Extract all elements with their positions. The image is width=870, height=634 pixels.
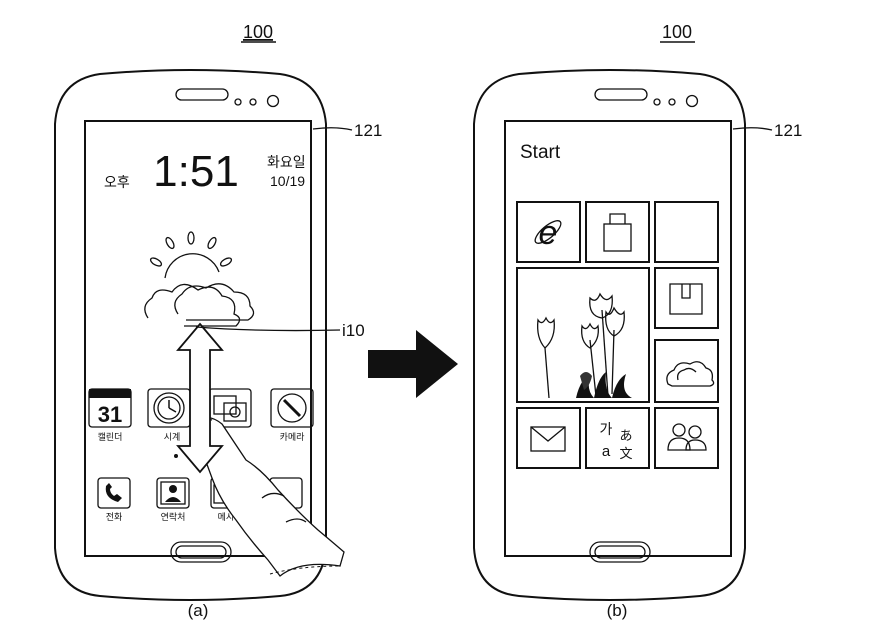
shopping-bag-icon bbox=[604, 224, 631, 251]
home-button[interactable] bbox=[171, 542, 231, 562]
gallery-photo-icon bbox=[214, 396, 236, 414]
page-indicator-dot bbox=[174, 454, 178, 458]
phone-body bbox=[474, 70, 745, 600]
user-finger bbox=[195, 418, 344, 576]
sensor-dot bbox=[654, 99, 660, 105]
tile-people[interactable] bbox=[655, 408, 718, 468]
tulips-image bbox=[538, 294, 632, 398]
calendar-day: 31 bbox=[98, 402, 122, 427]
tile-language[interactable]: 가 あ a 文 bbox=[586, 408, 649, 468]
clock-time: 1:51 bbox=[153, 147, 239, 196]
play-icon bbox=[230, 407, 240, 417]
app-contacts[interactable]: 연락처 bbox=[157, 478, 189, 522]
speaker-slot bbox=[176, 89, 228, 100]
app-camera[interactable]: 카메라 bbox=[271, 389, 313, 442]
leader-line-121-left bbox=[313, 128, 352, 130]
sensor-dot bbox=[250, 99, 256, 105]
app-label-camera: 카메라 bbox=[280, 432, 306, 442]
ref-numeral-left: 100 bbox=[243, 22, 273, 42]
app-label-clock: 시계 bbox=[164, 431, 181, 442]
person-icon bbox=[673, 424, 685, 436]
app-phone[interactable]: 전화 bbox=[98, 478, 130, 522]
tile-store[interactable] bbox=[586, 202, 649, 262]
glyph-ja: あ bbox=[619, 428, 632, 443]
app-label-phone: 전화 bbox=[106, 512, 123, 522]
leader-line-i10 bbox=[196, 327, 340, 331]
caption-b: (b) bbox=[607, 601, 628, 620]
drag-gesture-arrow bbox=[178, 324, 222, 472]
ie-logo-icon: e bbox=[539, 214, 558, 252]
label-i10: i10 bbox=[342, 321, 365, 340]
glyph-latin: a bbox=[602, 443, 611, 460]
person-icon bbox=[689, 426, 701, 438]
contact-person-icon bbox=[169, 485, 177, 493]
tile-photos-large[interactable] bbox=[517, 268, 649, 402]
weather-sun-cloud-icon bbox=[145, 232, 254, 326]
phone-handset-icon bbox=[106, 483, 122, 502]
label-121-left: 121 bbox=[354, 121, 382, 140]
caption-a: (a) bbox=[188, 601, 209, 620]
home-button[interactable] bbox=[590, 542, 650, 562]
weekday-label: 화요일 bbox=[267, 154, 306, 170]
calendar-header bbox=[89, 389, 131, 398]
ref-numeral-right: 100 bbox=[662, 22, 692, 42]
app-calendar[interactable]: 31 캘린더 bbox=[89, 389, 131, 442]
folder-icon bbox=[670, 284, 702, 314]
tile-files[interactable] bbox=[655, 268, 718, 328]
transition-arrow bbox=[368, 330, 458, 398]
tile-blank[interactable] bbox=[655, 202, 718, 262]
label-121-right: 121 bbox=[774, 121, 802, 140]
app-clock[interactable]: 시계 bbox=[148, 389, 190, 442]
ampm-label: 오후 bbox=[104, 174, 130, 190]
phone-right bbox=[474, 70, 745, 600]
start-title: Start bbox=[520, 142, 561, 163]
tile-weather[interactable] bbox=[655, 340, 718, 402]
front-camera bbox=[687, 96, 698, 107]
sensor-dot bbox=[235, 99, 241, 105]
tile-mail[interactable] bbox=[517, 408, 580, 468]
front-camera bbox=[268, 96, 279, 107]
app-label-contacts: 연락처 bbox=[161, 511, 186, 522]
sensor-dot bbox=[669, 99, 675, 105]
tile-internet-explorer[interactable]: e bbox=[517, 202, 580, 262]
glyph-cjk: 文 bbox=[619, 446, 632, 461]
glyph-ko: 가 bbox=[600, 421, 613, 437]
leader-line-121-right bbox=[733, 128, 772, 130]
app-label-calendar: 캘린더 bbox=[98, 431, 123, 442]
speaker-slot bbox=[595, 89, 647, 100]
cloud-icon bbox=[667, 362, 714, 386]
date-label: 10/19 bbox=[270, 173, 305, 189]
